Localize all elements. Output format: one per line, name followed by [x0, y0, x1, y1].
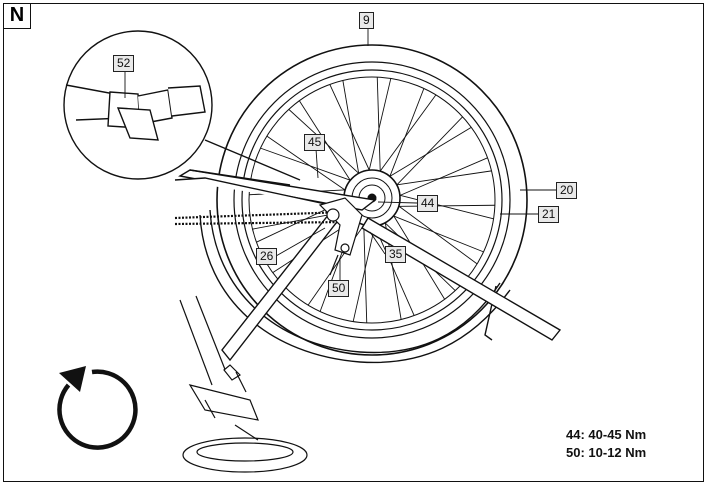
- callout-44: 44: [417, 195, 439, 212]
- spoke: [390, 170, 492, 187]
- callout-21: 21: [538, 206, 560, 223]
- callout-26: 26: [256, 248, 278, 265]
- detail-magnifier: [63, 30, 301, 186]
- spoke: [329, 84, 373, 177]
- rear-derailleur: [318, 197, 363, 276]
- callout-9: 9: [359, 12, 374, 29]
- callout-52: 52: [113, 55, 135, 72]
- torque-spec-44: 44: 40-45 Nm: [566, 427, 647, 442]
- seat-tube: [179, 295, 227, 386]
- spoke: [260, 147, 357, 183]
- spoke: [387, 213, 484, 253]
- callout-45: 45: [304, 134, 326, 151]
- chain: [174, 210, 346, 226]
- spoke: [376, 77, 381, 178]
- kickstand-assembly: [182, 364, 308, 473]
- spoke: [393, 193, 494, 220]
- callout-20: 20: [556, 182, 578, 199]
- torque-spec-50: 50: 10-12 Nm: [566, 445, 647, 460]
- spoke: [363, 218, 368, 323]
- tire-inner: [233, 61, 511, 339]
- rear-wheel: [216, 44, 528, 356]
- leader-lines: [124, 27, 556, 280]
- frame-stays: [174, 169, 562, 362]
- spoke: [288, 109, 364, 179]
- rim-outer: [241, 69, 503, 331]
- callout-50: 50: [328, 280, 350, 297]
- rim-inner: [248, 76, 496, 324]
- spoke: [392, 116, 463, 190]
- panel-letter: N: [3, 3, 31, 29]
- callout-35: 35: [385, 246, 407, 263]
- spoke: [387, 88, 425, 183]
- counterclockwise-arrow-icon: [57, 366, 138, 450]
- tire-outer: [216, 44, 528, 356]
